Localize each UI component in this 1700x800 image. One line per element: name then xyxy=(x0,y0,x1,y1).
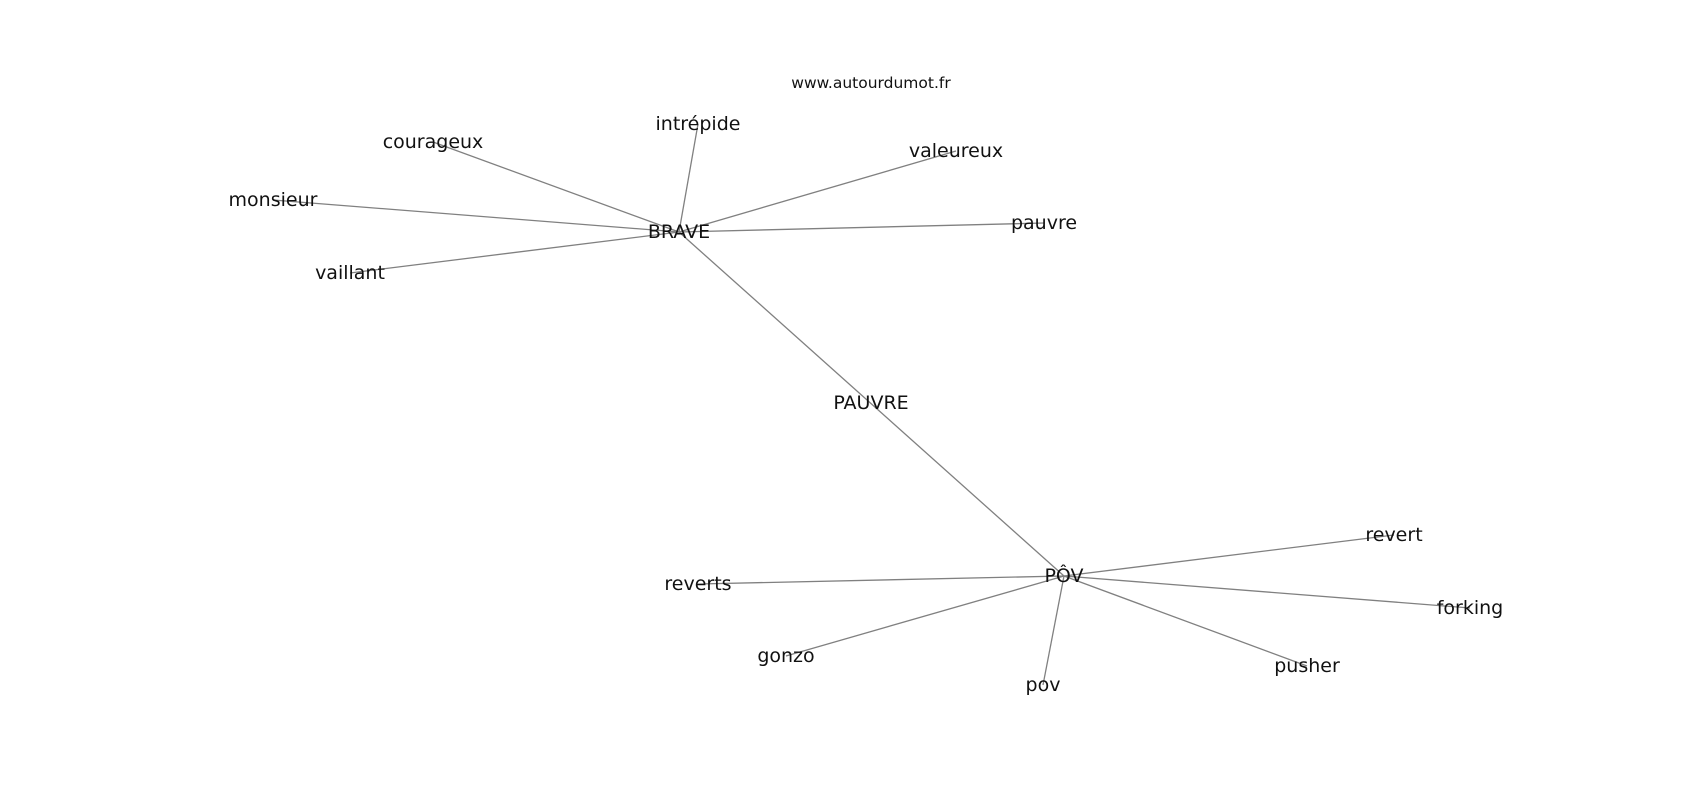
node-valeureux[interactable]: valeureux xyxy=(909,140,1003,162)
node-gonzo[interactable]: gonzo xyxy=(757,645,814,667)
node-pusher[interactable]: pusher xyxy=(1274,655,1340,677)
node-pauvre-center[interactable]: PAUVRE xyxy=(833,392,908,414)
node-vaillant[interactable]: vaillant xyxy=(315,262,385,284)
graph-edges xyxy=(272,123,1471,686)
graph-labels: BRAVE PÔV PAUVRE intrépide courageux valeureu… xyxy=(229,113,1504,696)
edge-pov_hub-revert xyxy=(1063,534,1395,577)
edge-pov_hub-pov xyxy=(1042,575,1065,686)
edge-brave-courageux xyxy=(432,141,680,233)
edge-brave-pov_hub xyxy=(678,231,1065,577)
node-pauvre[interactable]: pauvre xyxy=(1011,212,1077,234)
node-brave[interactable]: BRAVE xyxy=(648,221,710,243)
edge-brave-intrepide xyxy=(678,123,699,233)
edge-brave-monsieur xyxy=(272,199,680,233)
node-forking[interactable]: forking xyxy=(1437,597,1504,619)
edge-pov_hub-forking xyxy=(1063,575,1471,609)
edge-brave-pauvre xyxy=(678,222,1045,233)
edge-brave-vaillant xyxy=(349,231,680,274)
node-pov-hub[interactable]: PÔV xyxy=(1044,563,1083,587)
edge-pov_hub-gonzo xyxy=(785,575,1065,657)
node-intrepide[interactable]: intrépide xyxy=(656,113,741,135)
node-monsieur[interactable]: monsieur xyxy=(229,189,318,211)
site-url[interactable]: www.autourdumot.fr xyxy=(791,74,951,92)
node-courageux[interactable]: courageux xyxy=(383,131,484,153)
edge-pov_hub-reverts xyxy=(697,575,1065,585)
edge-pov_hub-pusher xyxy=(1063,575,1308,667)
edge-brave-valeureux xyxy=(678,150,957,233)
node-reverts[interactable]: reverts xyxy=(664,573,731,595)
node-pov[interactable]: pov xyxy=(1026,674,1061,696)
node-revert[interactable]: revert xyxy=(1365,524,1422,546)
